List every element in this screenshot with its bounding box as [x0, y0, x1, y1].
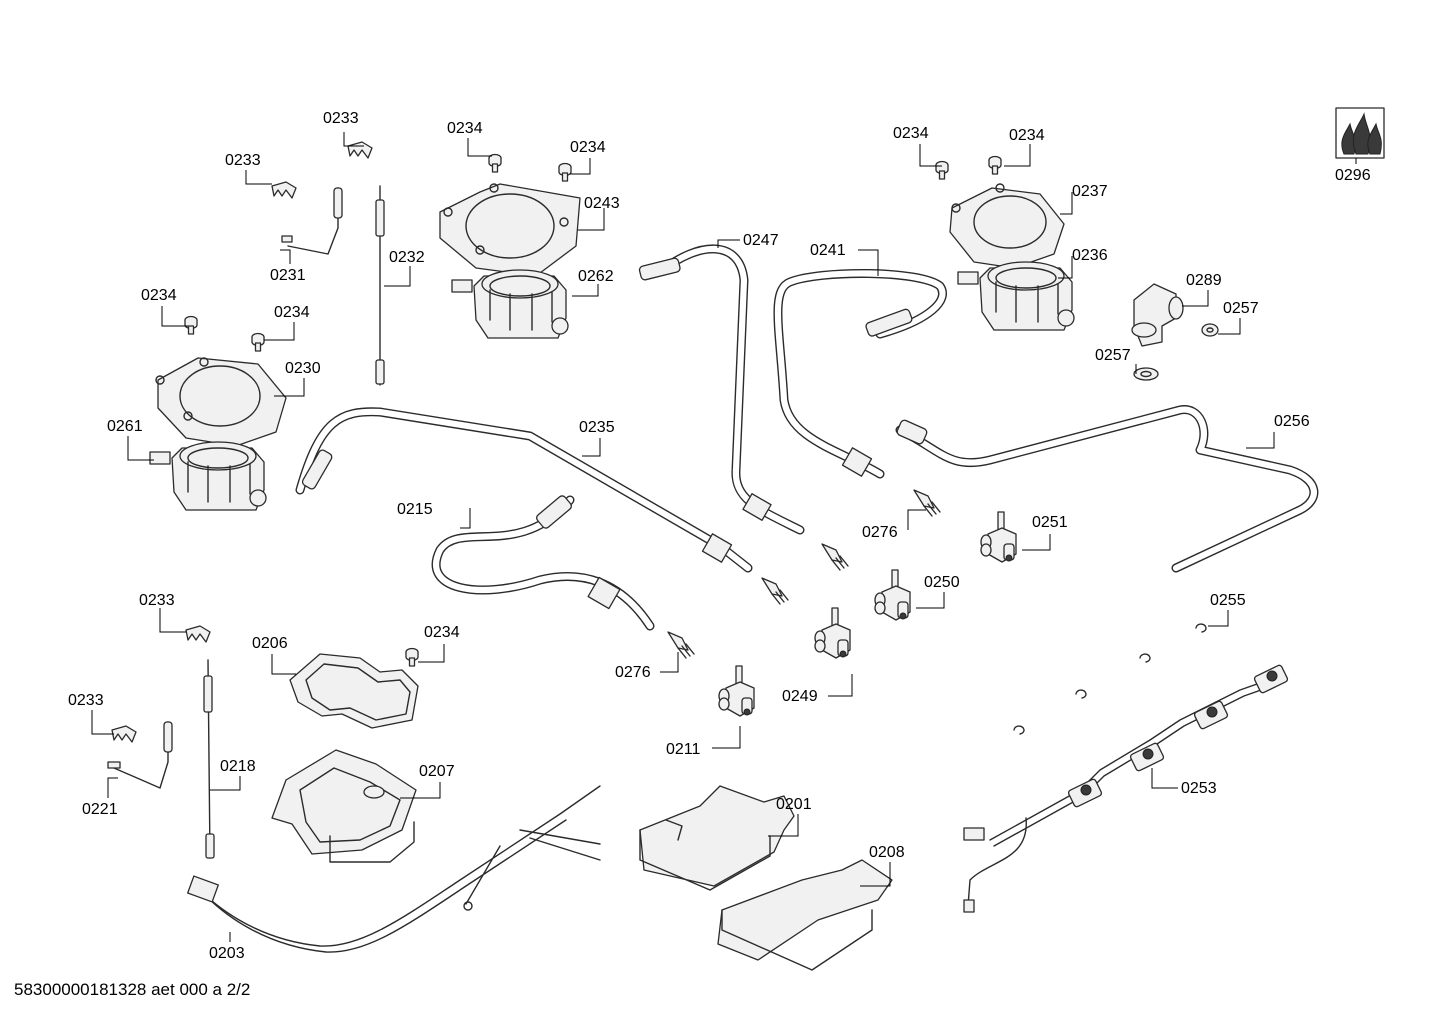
- washer-0257-a: [1201, 323, 1219, 337]
- part-label: 0257: [1095, 347, 1131, 364]
- part-label: 0233: [139, 592, 175, 609]
- bracket-0201: [639, 785, 795, 891]
- part-label: 0230: [285, 360, 321, 377]
- flame-logo-0296: [1335, 107, 1385, 159]
- screw-0234-d: [251, 332, 265, 352]
- part-label: 0262: [578, 268, 614, 285]
- screw-0234-c: [184, 315, 198, 335]
- part-label: 0233: [225, 152, 261, 169]
- part-label: 0289: [1186, 272, 1222, 289]
- part-label: 0207: [419, 763, 455, 780]
- part-label: 0232: [389, 249, 425, 266]
- part-label: 0211: [666, 741, 701, 758]
- part-label: 0233: [68, 692, 104, 709]
- injector-0276-b: [667, 631, 695, 659]
- part-label: 0206: [252, 635, 288, 652]
- gas-tube-0256: [895, 405, 1319, 573]
- part-label: 0257: [1223, 300, 1259, 317]
- ignition-switch-strip-0253: [963, 664, 1289, 913]
- part-label: 0241: [810, 242, 846, 259]
- part-label: 0251: [1032, 514, 1068, 531]
- gasket-0230: [155, 357, 287, 447]
- gas-valve-0211: [718, 665, 755, 717]
- thermocouple-0231: [281, 187, 343, 255]
- screw-0234-e: [935, 160, 949, 180]
- burner-body-0236: [957, 261, 1075, 331]
- part-label: 0261: [107, 418, 143, 435]
- gas-tube-0241: [773, 268, 947, 479]
- part-label: 0276: [862, 524, 898, 541]
- clip-0233-b: [271, 181, 297, 199]
- screw-0234-b: [558, 162, 572, 182]
- gas-tube-0247: [638, 244, 805, 535]
- part-label: 0233: [323, 110, 359, 127]
- injector-0276-d: [761, 577, 789, 605]
- gasket-0243: [439, 183, 581, 277]
- gas-valve-0249: [814, 607, 851, 659]
- part-label: 0235: [579, 419, 615, 436]
- document-id: 58300000181328 aet 000 a 2/2: [14, 980, 251, 999]
- cover-0208: [717, 859, 893, 971]
- part-label: 0237: [1072, 183, 1108, 200]
- electrode-0218: [203, 659, 215, 859]
- part-label: 0253: [1181, 780, 1217, 797]
- gas-valve-0251: [980, 511, 1017, 563]
- part-label: 0256: [1274, 413, 1310, 430]
- part-label: 0208: [869, 844, 905, 861]
- part-label: 0234: [447, 120, 483, 137]
- wiring-harness-0203: [187, 785, 601, 953]
- part-labels: 0233 0233 0234 0234 0243 0231 0232 0262 …: [68, 110, 1371, 962]
- gas-valve-0250: [874, 569, 911, 621]
- part-label: 0249: [782, 688, 818, 705]
- part-label: 0215: [397, 501, 433, 518]
- burner-body-0261: [149, 441, 267, 511]
- part-label: 0243: [584, 195, 620, 212]
- screw-0234-a: [488, 153, 502, 173]
- clip-0233-c: [185, 625, 211, 643]
- thermocouple-0221: [107, 721, 173, 789]
- part-label: 0234: [424, 624, 460, 641]
- injector-0276-c: [821, 543, 849, 571]
- part-label: 0203: [209, 945, 245, 962]
- elbow-fitting-0289: [1131, 283, 1184, 347]
- part-label: 0234: [141, 287, 177, 304]
- part-label: 0231: [270, 267, 306, 284]
- screw-0234-g: [405, 647, 419, 667]
- injector-0276-a: [913, 489, 941, 517]
- part-label: 0250: [924, 574, 960, 591]
- burner-cup-0207: [271, 749, 417, 863]
- part-label: 0234: [893, 125, 929, 142]
- part-label: 0221: [82, 801, 118, 818]
- washer-0257-b: [1133, 367, 1159, 381]
- part-label: 0234: [274, 304, 310, 321]
- leader-lines: [91, 132, 1357, 942]
- retaining-clips-0255: [1013, 623, 1207, 735]
- gas-tube-0215: [431, 495, 655, 631]
- gasket-0237: [949, 183, 1065, 269]
- part-label: 0234: [570, 139, 606, 156]
- part-label: 0255: [1210, 592, 1246, 609]
- clip-0233-a: [347, 141, 373, 159]
- electrode-0232: [375, 185, 385, 386]
- burner-body-0262: [451, 269, 569, 339]
- part-label: 0276: [615, 664, 651, 681]
- screw-0234-f: [988, 155, 1002, 175]
- part-label: 0247: [743, 232, 779, 249]
- gas-tube-0235: [295, 407, 753, 573]
- part-label: 0236: [1072, 247, 1108, 264]
- clip-0233-d: [111, 725, 137, 743]
- gasket-0206: [289, 653, 419, 729]
- part-label: 0201: [776, 796, 812, 813]
- part-label: 0234: [1009, 127, 1045, 144]
- part-label: 0218: [220, 758, 256, 775]
- part-label: 0296: [1335, 167, 1371, 184]
